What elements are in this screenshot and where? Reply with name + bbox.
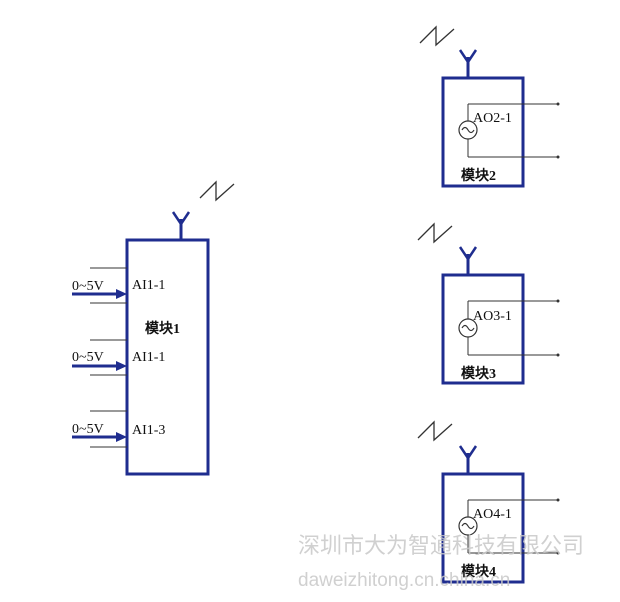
input-group-1: 0~5V AI1-1: [72, 267, 165, 304]
input-range-2: 0~5V: [72, 350, 104, 365]
module-1-box: [125, 238, 210, 476]
input-range-1: 0~5V: [72, 279, 104, 294]
module-4-channel: AO4-1: [473, 507, 512, 522]
module-4-title: 模块4: [461, 563, 496, 580]
antenna-icon: [171, 211, 191, 240]
input-channel-1: AI1-1: [132, 278, 165, 293]
ac-source-icon: [458, 120, 478, 140]
module-3: AO3-1 模块3: [417, 222, 560, 385]
module-3-box: [441, 273, 525, 385]
input-group-2: 0~5V AI1-1: [72, 339, 165, 376]
module-3-channel: AO3-1: [473, 309, 512, 324]
antenna-icon: [458, 445, 478, 474]
module-4-box: [441, 472, 525, 584]
module-3-title: 模块3: [461, 365, 496, 382]
input-channel-2: AI1-1: [132, 350, 165, 365]
module-1-title: 模块1: [145, 320, 180, 337]
module-2-title: 模块2: [461, 167, 496, 184]
watermark-company: 深圳市大为智通科技有限公司: [298, 533, 584, 558]
radio-wave-icon: [417, 420, 453, 442]
antenna-icon: [458, 246, 478, 275]
radio-wave-icon: [199, 180, 235, 202]
module-2-channel: AO2-1: [473, 111, 512, 126]
input-group-3: 0~5V AI1-3: [72, 410, 165, 448]
module-2-box: [441, 76, 525, 188]
module-1: 模块1 0~5V AI1-1 0~5V AI1-1 0~5V AI1-3: [72, 180, 235, 476]
module-4: AO4-1 模块4: [417, 420, 560, 584]
radio-wave-icon: [417, 222, 453, 244]
antenna-icon: [458, 49, 478, 78]
radio-wave-icon: [419, 25, 455, 47]
ac-source-icon: [458, 318, 478, 338]
input-channel-3: AI1-3: [132, 423, 165, 438]
watermark-domain: daweizhitong.cn.china.cn: [298, 570, 510, 591]
watermark: 深圳市大为智通科技有限公司 daweizhitong.cn.china.cn: [298, 533, 584, 591]
input-range-3: 0~5V: [72, 422, 104, 437]
ac-source-icon: [458, 516, 478, 536]
module-2: AO2-1 模块2: [419, 25, 560, 188]
